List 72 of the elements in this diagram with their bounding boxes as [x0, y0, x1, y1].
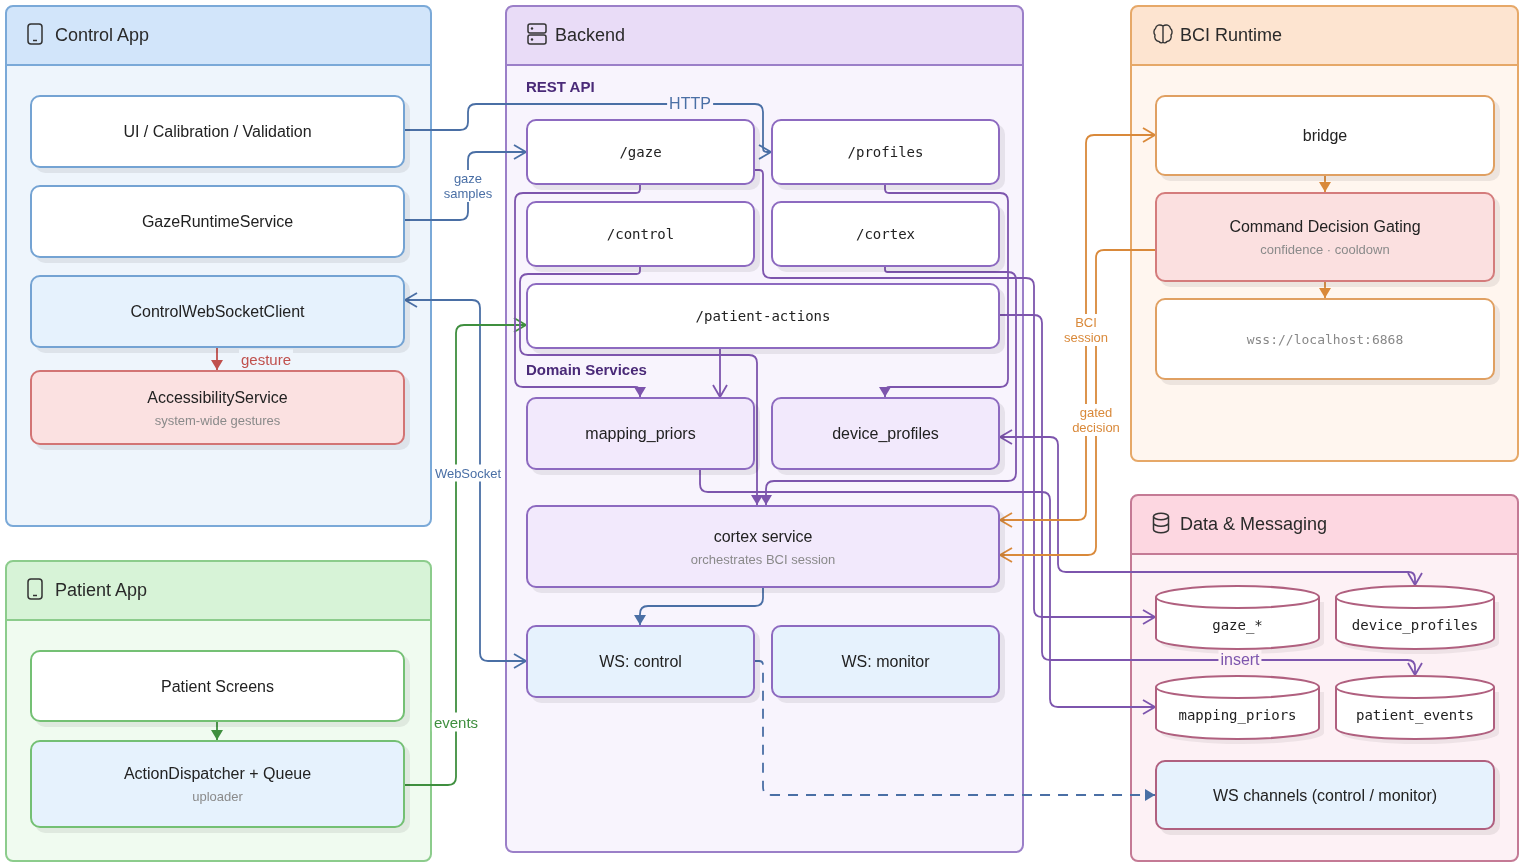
- box-label: /patient-actions: [695, 307, 831, 325]
- arrow: [699, 469, 1156, 715]
- address-label: wss://localhost:6868: [1246, 331, 1404, 347]
- component-box: [30, 740, 405, 828]
- box-label: /cortex: [856, 225, 915, 243]
- section-heading: REST API: [526, 78, 595, 96]
- group-panel: [5, 560, 432, 862]
- box-sublabel: system-wide gestures: [154, 412, 281, 428]
- group-title: Backend: [555, 24, 626, 46]
- component-box: [526, 201, 755, 267]
- component-box: [1155, 760, 1495, 830]
- box-label: device_profiles: [832, 424, 939, 443]
- group-title: Data & Messaging: [1180, 513, 1328, 535]
- group-panel: [505, 5, 1024, 853]
- edge-label: events: [431, 712, 481, 732]
- box-label: ControlWebSocketClient: [130, 302, 305, 321]
- group-panel: [1130, 5, 1519, 462]
- arrow: [404, 317, 527, 786]
- section-heading: Domain Services: [526, 361, 647, 379]
- group-panel: [5, 5, 432, 527]
- edge-label: WebSocket: [432, 464, 504, 482]
- component-box: [1155, 192, 1495, 282]
- double-arrow: [404, 292, 527, 669]
- arrow: [404, 103, 772, 160]
- box-sublabel: uploader: [192, 789, 243, 804]
- component-box: [30, 95, 405, 168]
- arrow: [754, 169, 1156, 625]
- box-label: WS channels (control / monitor): [1212, 785, 1438, 805]
- group-title: Control App: [55, 24, 150, 46]
- box-label: cortex service: [713, 526, 813, 546]
- component-box: [526, 505, 1000, 588]
- component-box: [30, 275, 405, 348]
- group-panel: [1130, 494, 1519, 862]
- box-label: /gaze: [619, 143, 662, 161]
- arrow: [1319, 175, 1331, 193]
- box-sublabel: orchestrates BCI session: [690, 551, 836, 567]
- box-label: Patient Screens: [161, 676, 274, 696]
- component-box: [771, 201, 1000, 267]
- component-box: [1155, 298, 1495, 380]
- double-arrow: [999, 429, 1423, 586]
- component-box: [30, 185, 405, 258]
- component-box: [526, 397, 755, 470]
- component-box: [771, 625, 1000, 698]
- box-label: Command Decision Gating: [1229, 217, 1421, 236]
- arrow: [712, 348, 728, 398]
- arrow: [1319, 281, 1331, 299]
- box-label: /profiles: [847, 143, 924, 161]
- arrow: [999, 314, 1423, 676]
- component-box: [526, 625, 755, 698]
- arrow: [211, 347, 223, 371]
- component-box: [526, 119, 755, 185]
- component-box: [1155, 95, 1495, 176]
- box-label: AccessibilityService: [147, 387, 288, 407]
- component-box: [30, 650, 405, 722]
- group-title: Patient App: [55, 579, 148, 601]
- component-box: [30, 370, 405, 445]
- box-sublabel: confidence · cooldown: [1260, 242, 1390, 257]
- arrow: [211, 721, 223, 741]
- box-label: bridge: [1302, 126, 1348, 145]
- component-box: [771, 119, 1000, 185]
- box-label: WS: monitor: [841, 652, 930, 671]
- box-label: GazeRuntimeService: [141, 212, 294, 231]
- box-label: /control: [606, 225, 675, 243]
- box-label: ActionDispatcher + Queue: [123, 764, 312, 783]
- box-label: UI / Calibration / Validation: [123, 122, 312, 141]
- double-arrow: [999, 127, 1156, 528]
- component-box: [526, 283, 1000, 349]
- component-box: [771, 397, 1000, 470]
- group-title: BCI Runtime: [1180, 24, 1283, 46]
- box-label: mapping_priors: [585, 424, 696, 443]
- box-label: WS: control: [599, 652, 682, 671]
- arrow: [760, 266, 1017, 506]
